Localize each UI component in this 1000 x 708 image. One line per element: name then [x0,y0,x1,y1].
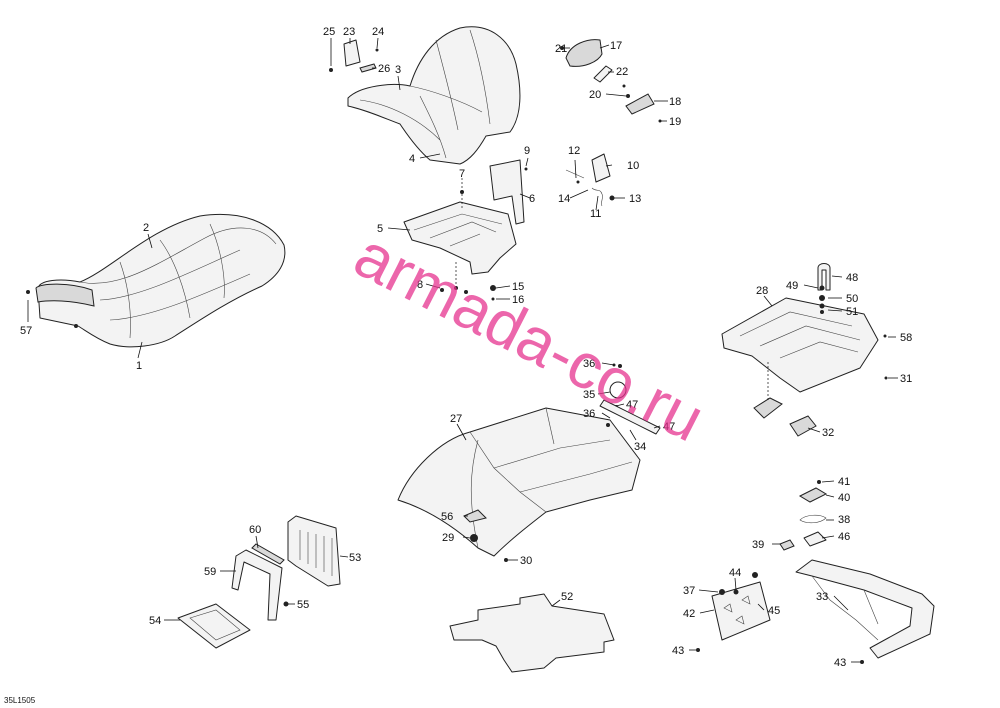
callout-labels: 1 2 3 4 5 6 7 8 9 10 11 12 13 14 15 16 1… [20,26,912,669]
bracket-23 [343,39,361,67]
callout-57: 57 [20,325,32,337]
callout-32: 32 [822,427,834,439]
rear-rack-frame [795,559,935,659]
callout-18: 18 [669,96,681,108]
callout-43-left: 43 [672,645,684,657]
callout-51: 51 [846,306,858,318]
bracket-plate [711,581,771,641]
u-bolt [817,263,831,291]
callout-24: 24 [372,26,384,38]
callout-21: 21 [555,43,567,55]
callout-42: 42 [683,608,695,620]
callout-37: 37 [683,585,695,597]
tray [177,603,251,649]
callout-39: 39 [752,539,764,551]
callout-19: 19 [669,116,681,128]
grille-cover [287,515,341,587]
callout-28: 28 [756,285,768,297]
callout-59: 59 [204,566,216,578]
callout-12: 12 [568,145,580,157]
leader-lines [27,37,898,663]
callout-2: 2 [143,222,149,234]
strap-parts [231,543,285,621]
callout-38: 38 [838,514,850,526]
callout-11: 11 [590,208,601,220]
callout-13: 13 [629,193,641,205]
callout-27: 27 [450,413,462,425]
callout-45: 45 [768,605,780,617]
callout-34: 34 [634,441,646,453]
small-accessories [779,487,828,551]
callout-43-right: 43 [834,657,846,669]
rear-deck [721,297,879,437]
callout-31: 31 [900,373,912,385]
callout-41: 41 [838,476,850,488]
callout-8: 8 [417,279,423,291]
callout-36-lower: 36 [583,408,595,420]
callout-5: 5 [377,223,383,235]
callout-33: 33 [816,591,828,603]
floor-mat [449,593,615,673]
callout-1: 1 [136,360,142,372]
cable-loop [609,381,627,399]
callout-46: 46 [838,531,850,543]
callout-35: 35 [583,389,595,401]
callout-40: 40 [838,492,850,504]
callout-17: 17 [610,40,622,52]
callout-54: 54 [149,615,161,627]
seat-assembly-left [35,213,286,348]
callout-4: 4 [409,153,415,165]
callout-20: 20 [589,89,601,101]
callout-44: 44 [729,567,741,579]
callout-3: 3 [395,64,401,76]
cap-56 [463,509,487,523]
callout-58: 58 [900,332,912,344]
callout-50: 50 [846,293,858,305]
small-handle-parts [565,39,655,115]
storage-tub [397,407,641,557]
callout-14: 14 [558,193,570,205]
callout-30: 30 [520,555,532,567]
latch-parts [565,153,611,207]
callout-53: 53 [349,552,361,564]
callout-9: 9 [524,145,530,157]
callout-60: 60 [249,524,261,536]
callout-22: 22 [616,66,628,78]
callout-47-lower: 47 [663,421,675,433]
callout-26: 26 [378,63,390,75]
callout-15: 15 [512,281,524,293]
callout-56: 56 [441,511,453,523]
figure-code: 35L1505 [4,696,36,705]
callout-36-upper: 36 [583,358,595,370]
callout-23: 23 [343,26,355,38]
callout-52: 52 [561,591,573,603]
callout-49: 49 [786,280,798,292]
callout-25: 25 [323,26,335,38]
callout-6: 6 [529,193,535,205]
callout-29: 29 [442,532,454,544]
callout-10: 10 [627,160,639,172]
strap-bar [599,399,661,435]
callout-7: 7 [459,168,465,180]
callout-47-upper: 47 [626,399,638,411]
callout-55: 55 [297,599,309,611]
seat-base-frame [403,159,525,275]
callout-48: 48 [846,272,858,284]
callout-16: 16 [512,294,524,306]
seat-assembly-top [347,26,521,165]
